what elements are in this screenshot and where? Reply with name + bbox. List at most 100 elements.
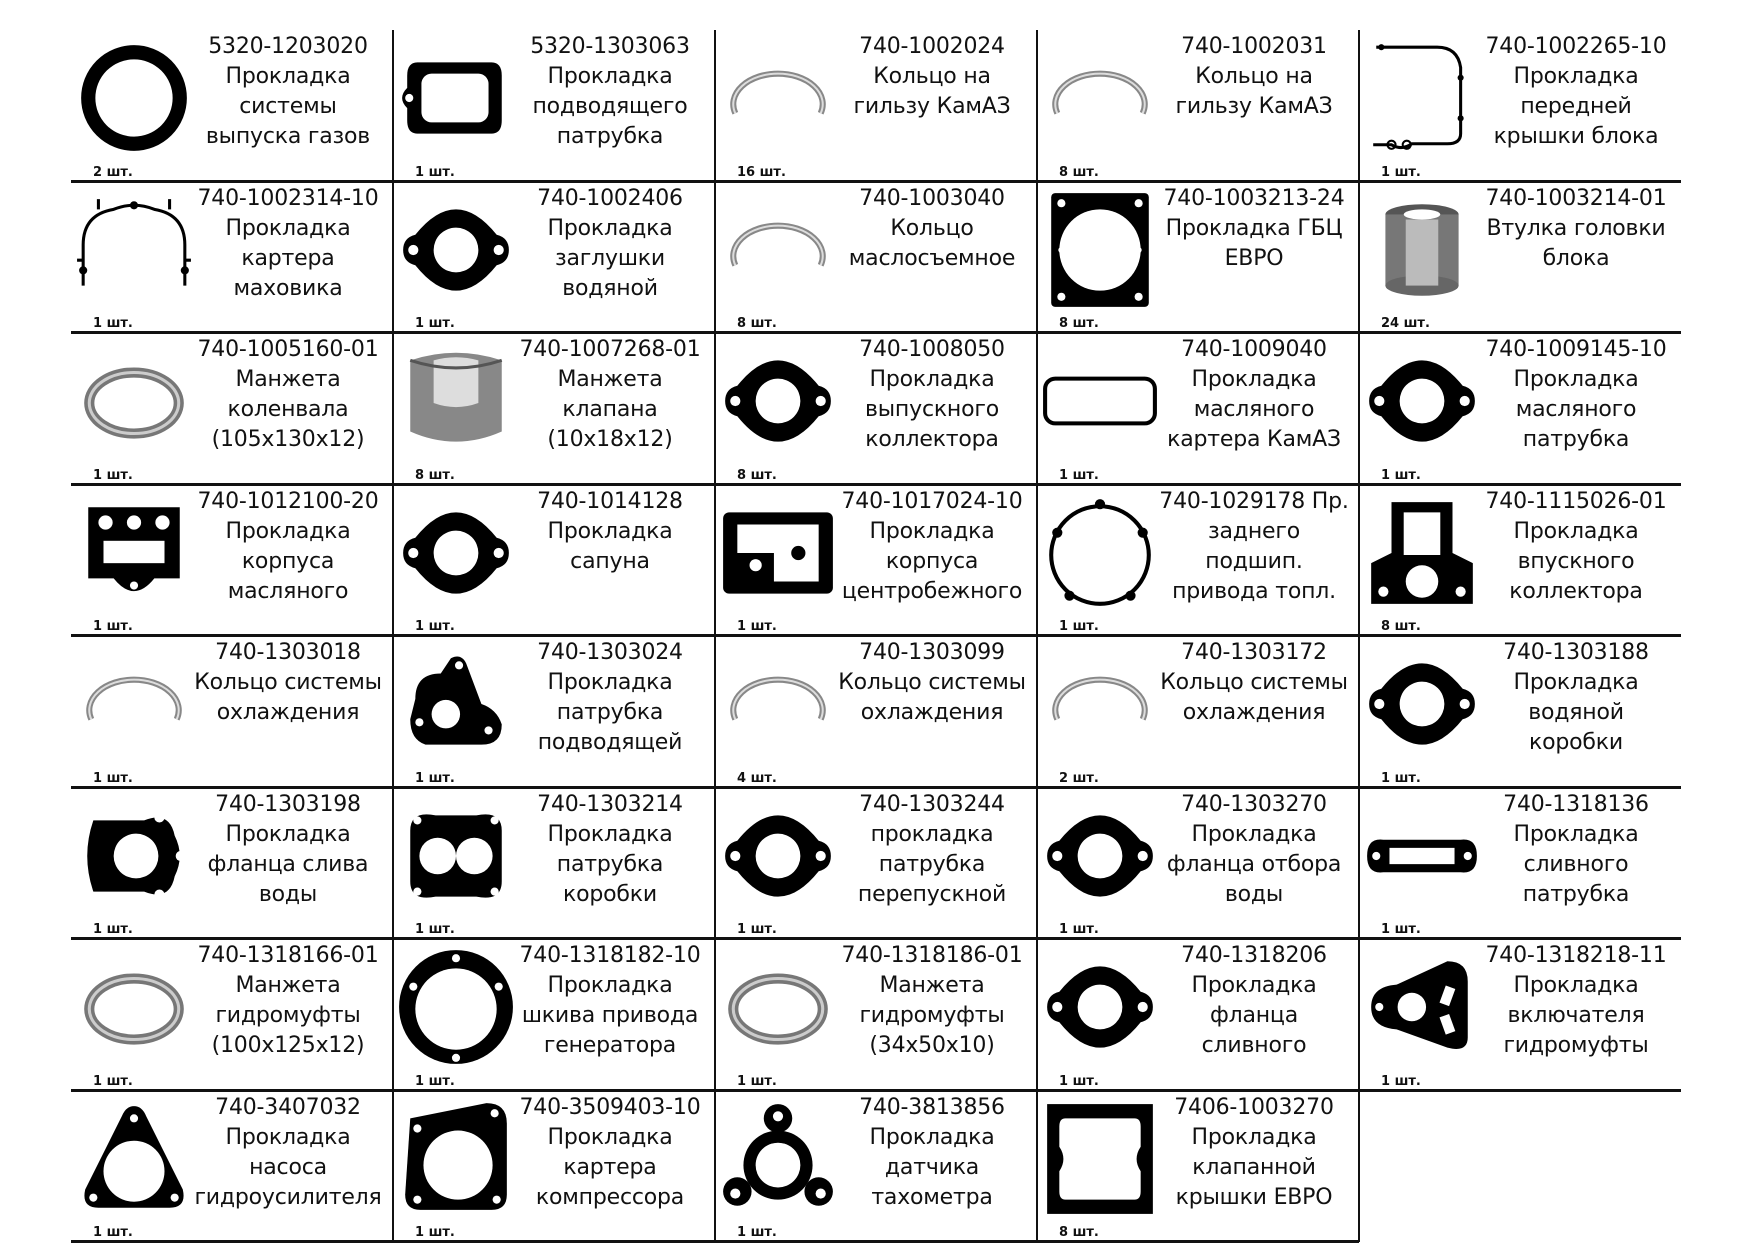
part-description: Кольцо системы охлаждения xyxy=(1160,670,1348,725)
part-quantity: 1 шт. xyxy=(93,467,133,483)
part-quantity: 1 шт. xyxy=(1381,1073,1421,1089)
two-hole-gasket-icon xyxy=(717,337,839,465)
part-quantity: 1 шт. xyxy=(1059,1073,1099,1089)
part-quantity: 1 шт. xyxy=(415,922,455,937)
seal-ring-icon xyxy=(717,943,839,1071)
two-hole-gasket-icon xyxy=(395,186,517,314)
part-code: 740-1002314-10 xyxy=(197,185,379,211)
part-quantity: 1 шт. xyxy=(415,164,455,180)
odd-gasket-icon xyxy=(395,640,517,768)
part-quantity: 8 шт. xyxy=(1059,316,1099,331)
part-description: Прокладка системы выпуска газов xyxy=(205,64,371,149)
part-quantity: 1 шт. xyxy=(93,316,133,331)
round-gasket-icon xyxy=(1039,489,1161,617)
part-description: Кольцо маслосъемное xyxy=(848,215,1016,271)
part-code: 740-1318186-01 xyxy=(841,943,1023,968)
part-description: Прокладка шкива привода генератора xyxy=(521,973,699,1058)
housing-gasket-icon xyxy=(73,186,195,314)
row-divider xyxy=(71,179,1681,183)
row-divider xyxy=(71,785,1681,789)
part-code: 740-1012100-20 xyxy=(197,488,379,514)
part-code: 740-1303024 xyxy=(537,640,683,665)
part-code: 740-1002406 xyxy=(537,185,683,211)
part-code: 740-1303172 xyxy=(1181,640,1327,665)
part-description: Прокладка насоса гидроусилителя xyxy=(194,1124,382,1210)
part-code: 740-1303270 xyxy=(1181,791,1327,817)
part-quantity: 8 шт. xyxy=(1059,164,1099,180)
part-description: Манжета гидромуфты (100х125х12) xyxy=(211,973,365,1058)
part-description: Кольцо на гильзу КамАЗ xyxy=(853,64,1011,119)
part-code: 740-1303198 xyxy=(215,791,361,817)
part-code: 740-1318182-10 xyxy=(519,943,701,968)
part-quantity: 1 шт. xyxy=(415,770,455,786)
filter-gasket-icon xyxy=(73,489,195,617)
part-code: 5320-1303063 xyxy=(530,34,690,59)
part-quantity: 1 шт. xyxy=(737,1073,777,1089)
part-cell: 740-1029178 Пр.заднего подшип. привода т… xyxy=(1037,485,1359,637)
part-text: 740-1029178 Пр.заднего подшип. привода т… xyxy=(1155,487,1353,607)
column-divider xyxy=(1036,30,1038,1242)
part-quantity: 8 шт. xyxy=(415,467,455,483)
part-description: Кольцо системы охлаждения xyxy=(838,670,1026,725)
part-description: Прокладка патрубка подводящей xyxy=(537,670,683,755)
part-description: Прокладка клапанной крышки ЕВРО xyxy=(1175,1124,1333,1210)
two-hole-gasket-icon xyxy=(717,792,839,920)
part-quantity: 1 шт. xyxy=(1381,770,1421,786)
part-description: Прокладка фланца отбора воды xyxy=(1166,821,1342,907)
row-divider xyxy=(71,482,1681,486)
part-code: 740-1002265-10 xyxy=(1485,34,1667,59)
part-code: 740-1029178 Пр. xyxy=(1159,488,1349,514)
snap-ring-icon xyxy=(717,186,839,314)
part-quantity: 1 шт. xyxy=(93,619,133,634)
part-quantity: 1 шт. xyxy=(1381,922,1421,937)
part-description: Прокладка патрубка коробки xyxy=(547,821,673,907)
part-code: 740-1003214-01 xyxy=(1485,185,1667,211)
three-lobe-gasket-icon xyxy=(717,1095,839,1223)
part-code: 740-1003040 xyxy=(859,185,1005,211)
part-code: 740-1005160-01 xyxy=(197,337,379,362)
intake-gasket-icon xyxy=(1361,489,1483,617)
part-code: 740-1115026-01 xyxy=(1485,488,1667,514)
part-quantity: 1 шт. xyxy=(1059,922,1099,937)
part-description: Прокладка корпуса центробежного xyxy=(841,518,1023,604)
part-code: 740-3813856 xyxy=(859,1094,1005,1120)
part-code: 740-1007268-01 xyxy=(519,337,701,362)
part-description: Прокладка передней крышки блока xyxy=(1493,64,1659,149)
part-quantity: 1 шт. xyxy=(1381,164,1421,180)
rect-gasket-icon xyxy=(717,489,839,617)
part-code: 740-1318218-11 xyxy=(1485,943,1667,968)
part-description: Кольцо системы охлаждения xyxy=(194,670,382,725)
part-code: 740-1002031 xyxy=(1181,34,1327,59)
